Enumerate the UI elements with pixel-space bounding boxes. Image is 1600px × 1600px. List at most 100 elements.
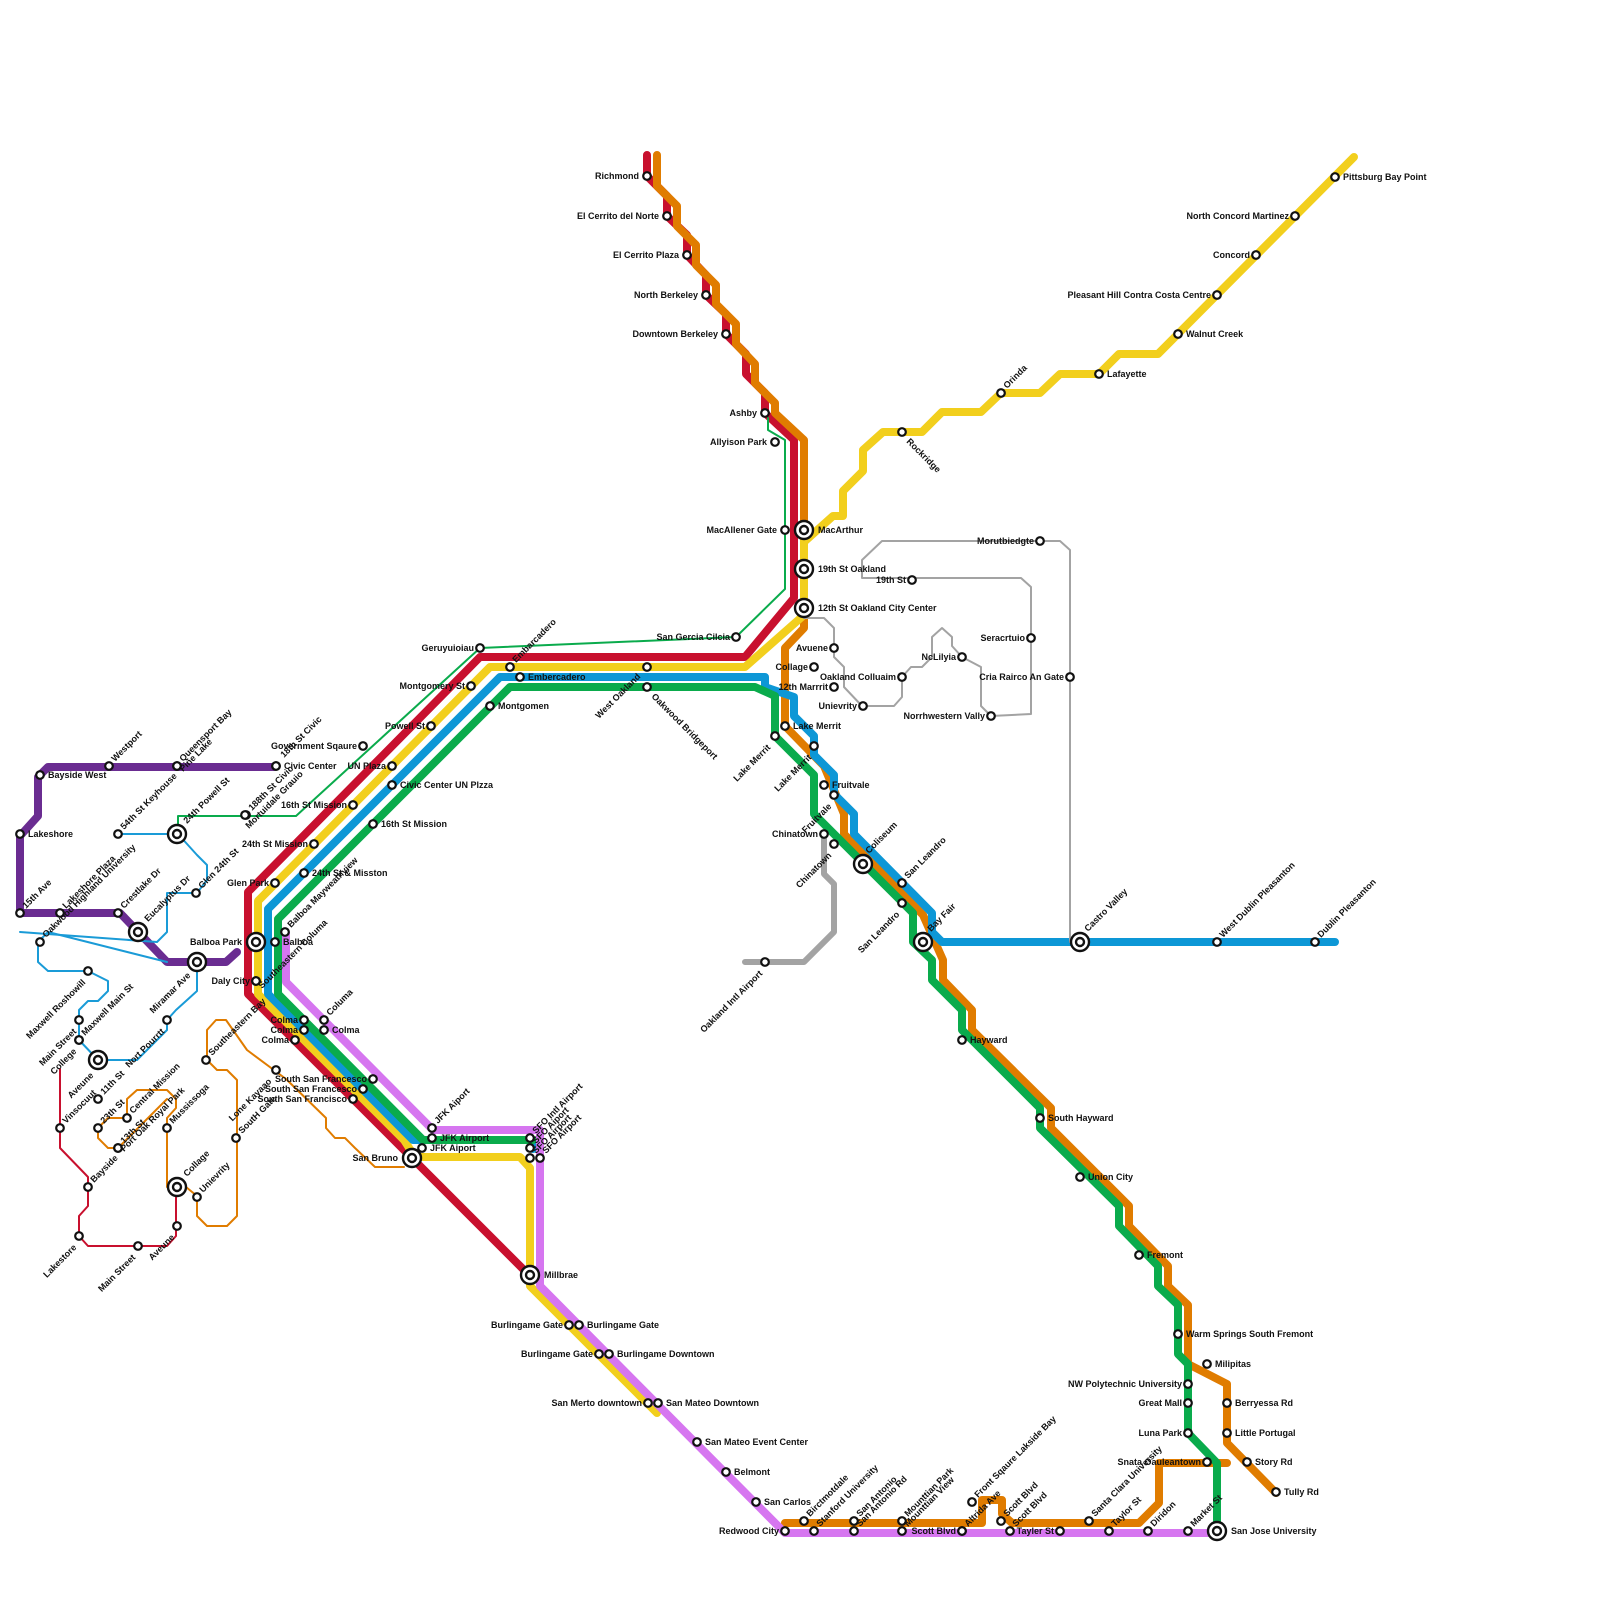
station-marker[interactable] (74, 1231, 84, 1241)
station-marker[interactable] (829, 839, 839, 849)
station[interactable]: Oakland Intl Airport (698, 957, 770, 1035)
station[interactable]: Fremont (1134, 1250, 1183, 1260)
station-marker[interactable] (93, 1094, 103, 1104)
station-marker[interactable] (1104, 1526, 1114, 1536)
station-marker[interactable] (809, 1526, 819, 1536)
station-marker[interactable] (240, 810, 250, 820)
station-marker[interactable] (849, 1516, 859, 1526)
station[interactable]: Maxwell Main St (74, 982, 135, 1045)
station-marker[interactable] (133, 1241, 143, 1251)
station[interactable]: Oakland Colluaim (820, 672, 907, 682)
station-marker[interactable] (270, 878, 280, 888)
station[interactable]: Lake Merrit (780, 721, 841, 731)
station-marker[interactable] (897, 1516, 907, 1526)
station[interactable]: Ashby (729, 408, 770, 418)
station[interactable]: Avuene (796, 643, 839, 653)
station[interactable]: 16th St Mission (368, 819, 447, 829)
station-marker[interactable] (1143, 1526, 1153, 1536)
station-marker[interactable] (1183, 1428, 1193, 1438)
station-marker[interactable] (290, 1035, 300, 1045)
station[interactable]: Luna Park (1138, 1428, 1193, 1438)
station[interactable]: Tully Rd (1271, 1487, 1319, 1497)
station[interactable]: Embarcadero (505, 616, 558, 672)
station-marker[interactable] (172, 761, 182, 771)
station[interactable]: Belmont (721, 1467, 770, 1477)
station-marker[interactable] (1026, 633, 1036, 643)
station[interactable]: Pleasant Hill Contra Costa Centre (1067, 290, 1222, 300)
station-marker[interactable] (201, 1055, 211, 1065)
station[interactable]: 12th Marrrit (778, 682, 839, 692)
station-marker[interactable] (271, 1065, 281, 1075)
station[interactable]: Balboa (270, 937, 314, 947)
station-marker[interactable] (996, 1516, 1006, 1526)
station[interactable]: Main Street (96, 1241, 143, 1294)
station-marker[interactable] (309, 839, 319, 849)
station[interactable]: San Mateo Event Center (692, 1437, 809, 1447)
station[interactable]: West Oakland (593, 662, 652, 720)
station[interactable]: Aveune (147, 1221, 182, 1262)
station-marker[interactable] (1310, 937, 1320, 947)
station[interactable]: Bayside (83, 1153, 120, 1192)
station-marker[interactable] (770, 437, 780, 447)
station[interactable]: El Cerrito del Norte (577, 211, 672, 221)
station-marker[interactable] (271, 761, 281, 771)
station-marker[interactable] (682, 250, 692, 260)
station-marker[interactable] (475, 643, 485, 653)
station[interactable]: Colma (270, 1015, 309, 1025)
station-marker[interactable] (74, 1015, 84, 1025)
station[interactable]: North Berkeley (634, 290, 711, 300)
station[interactable]: Bayside West (35, 770, 106, 780)
station[interactable]: West Dublin Pleasanton (1212, 860, 1297, 947)
station-marker[interactable] (1212, 937, 1222, 947)
station-marker[interactable] (967, 1497, 977, 1507)
station-marker[interactable] (780, 525, 790, 535)
station-marker[interactable] (957, 652, 967, 662)
station[interactable]: Hayward (957, 1035, 1008, 1045)
station[interactable]: Redwood City (719, 1526, 790, 1536)
station[interactable]: Montgomen (485, 701, 549, 711)
station-marker[interactable] (751, 1497, 761, 1507)
station[interactable]: Chinatown (772, 829, 829, 839)
station-marker[interactable] (1094, 369, 1104, 379)
station-marker[interactable] (15, 829, 25, 839)
station-marker[interactable] (348, 1094, 358, 1104)
station-marker[interactable] (525, 1143, 535, 1153)
station[interactable]: South San Francisco (257, 1094, 358, 1104)
station-marker[interactable] (1084, 1516, 1094, 1526)
station-marker[interactable] (192, 1192, 202, 1202)
station-marker[interactable] (172, 1221, 182, 1231)
station[interactable]: Snata Oauleantown (1117, 1457, 1212, 1467)
station-marker[interactable] (1035, 536, 1045, 546)
station[interactable]: Oakwood Bridgeport (642, 682, 720, 761)
station-marker[interactable] (731, 632, 741, 642)
station[interactable]: 19th St Oakland (793, 558, 886, 580)
station-marker[interactable] (642, 662, 652, 672)
station[interactable]: Lakestore (41, 1231, 84, 1279)
station-marker[interactable] (505, 662, 515, 672)
station[interactable]: Lakeshore (15, 829, 73, 839)
station-marker[interactable] (692, 1437, 702, 1447)
station[interactable]: Little Portugal (1222, 1428, 1296, 1438)
station[interactable]: San Carlos (751, 1497, 811, 1507)
station-marker[interactable] (829, 682, 839, 692)
station-marker[interactable] (996, 388, 1006, 398)
station-marker[interactable] (594, 1349, 604, 1359)
station[interactable]: 11th St (93, 1068, 126, 1104)
station-marker[interactable] (113, 829, 123, 839)
station[interactable]: Tayler St (1017, 1526, 1065, 1536)
station[interactable]: Fruitvale (819, 780, 870, 790)
station-marker[interactable] (35, 770, 45, 780)
station[interactable]: Government Sqaure (271, 741, 368, 751)
station-marker[interactable] (525, 1153, 535, 1163)
station[interactable]: Colma (261, 1035, 300, 1045)
station-marker[interactable] (299, 868, 309, 878)
station-marker[interactable] (299, 1025, 309, 1035)
station-marker[interactable] (809, 741, 819, 751)
station-marker[interactable] (721, 329, 731, 339)
station-marker[interactable] (701, 290, 711, 300)
station[interactable]: Balboa Park (190, 931, 267, 953)
station[interactable]: Millbrae (519, 1264, 578, 1286)
station-marker[interactable] (231, 1133, 241, 1143)
station[interactable]: Cria Rairco An Gate (979, 672, 1075, 682)
station[interactable]: Berryessa Rd (1222, 1398, 1293, 1408)
